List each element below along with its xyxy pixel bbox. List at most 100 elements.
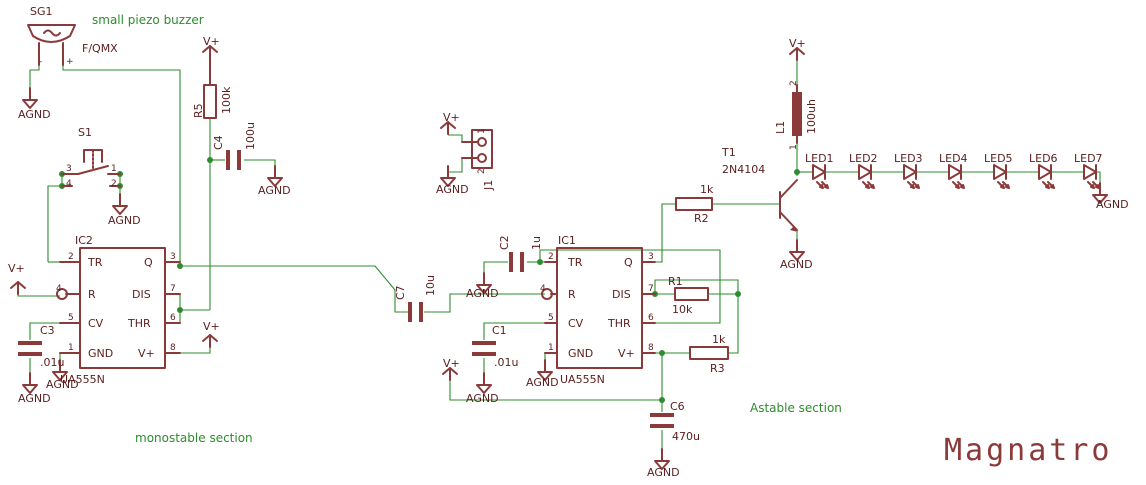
led-3: LED3	[894, 152, 923, 189]
ic1-555: IC1 UA555N TR R CV GND Q DIS THR V+ 2 3 …	[540, 234, 656, 386]
led-label: LED3	[894, 152, 923, 165]
r5-name: R5	[192, 103, 205, 118]
agnd-label: AGND	[466, 392, 499, 405]
led-7: LED7	[1074, 152, 1103, 189]
r2-name: R2	[694, 212, 709, 225]
r1-value: 10k	[672, 303, 693, 316]
agnd-label: AGND	[108, 214, 141, 227]
l1-pin: 1	[789, 144, 799, 150]
c7-name: C7	[394, 285, 407, 300]
capacitor-c6: C6 470u	[650, 400, 700, 443]
ic1-pin-num: 6	[648, 313, 654, 323]
ic2-part: UA555N	[60, 373, 105, 386]
ic1-pin-dis: DIS	[612, 288, 631, 301]
ic1-pin-num: 2	[548, 252, 554, 262]
capacitor-c3: C3 .01u	[18, 324, 64, 369]
j1-name: J1	[482, 180, 495, 191]
r2-value: 1k	[700, 183, 714, 196]
ic2-pin-num: 8	[170, 343, 176, 353]
ic1-pin-tr: TR	[567, 256, 583, 269]
vplus-label: V+	[203, 320, 220, 333]
c4-value: 100u	[244, 122, 257, 150]
ic1-pin-num: 5	[548, 313, 554, 323]
sg1-minus: -	[39, 57, 42, 67]
ic2-pin-tr: TR	[87, 256, 103, 269]
ic1-pin-gnd: GND	[568, 347, 593, 360]
vplus-label: V+	[443, 357, 460, 370]
vplus-label: V+	[789, 37, 806, 50]
agnd-label: AGND	[647, 466, 680, 479]
agnd-label: AGND	[780, 258, 813, 271]
ic1-pin-r: R	[568, 288, 576, 301]
led-label: LED6	[1029, 152, 1058, 165]
j1-pin: 1	[477, 128, 487, 134]
ic2-pin-num: 6	[170, 313, 176, 323]
sg1-name: SG1	[30, 5, 53, 18]
j1-pin: 2	[477, 168, 487, 174]
capacitor-c7: C7 10u	[394, 275, 437, 322]
inductor-l1: L1 100uh 2 1	[774, 80, 818, 150]
led-label: LED2	[849, 152, 878, 165]
ic2-pin-num: 5	[68, 313, 74, 323]
ic1-pin-q: Q	[624, 256, 633, 269]
led-5: LED5	[984, 152, 1013, 189]
ic2-pin-q: Q	[144, 256, 153, 269]
sg1-plus: +	[66, 57, 74, 67]
ic2-pin-cv: CV	[88, 317, 104, 330]
led-label: LED5	[984, 152, 1013, 165]
capacitor-c4: C4 100u	[212, 122, 257, 170]
s1-pin: 3	[66, 164, 72, 174]
r3-name: R3	[710, 362, 725, 375]
transistor-t1: T1 2N4104	[721, 146, 798, 232]
agnd-label: AGND	[1096, 198, 1129, 211]
buzzer-sg1: SG1 F/QMX - +	[27, 5, 118, 67]
c2-name: C2	[498, 235, 511, 250]
led-label: LED1	[805, 152, 834, 165]
led-label: LED7	[1074, 152, 1103, 165]
led-2: LED2	[849, 152, 878, 189]
ic1-pin-cv: CV	[568, 317, 584, 330]
net-labels: AGND AGND AGND AGND AGND AGND AGND AGND …	[8, 35, 1129, 479]
resistor-r1: R1 10k	[668, 275, 709, 316]
led-1: LED1	[805, 152, 834, 189]
c7-value: 10u	[424, 275, 437, 296]
s1-pin: 4	[66, 179, 72, 189]
wires	[17, 60, 1101, 456]
ic1-pin-num: 8	[648, 343, 654, 353]
ic2-pin-r: R	[88, 288, 96, 301]
resistor-r5: R5 100k	[192, 57, 233, 119]
ic1-part: UA555N	[560, 373, 605, 386]
c3-name: C3	[40, 324, 55, 337]
ic1-pin-num: 3	[648, 252, 654, 262]
ic1-pin-num: 1	[548, 343, 554, 353]
s1-pin: 2	[111, 179, 117, 189]
switch-s1: S1 3 4 1 2	[61, 126, 121, 189]
c1-value: .01u	[494, 356, 518, 369]
r3-value: 1k	[712, 333, 726, 346]
c4-name: C4	[212, 135, 225, 150]
ic1-pin-thr: THR	[607, 317, 631, 330]
led-6: LED6	[1029, 152, 1058, 189]
l1-value: 100uh	[805, 99, 818, 134]
ic2-name: IC2	[75, 234, 93, 247]
resistor-r3: 1k R3	[689, 333, 729, 375]
buzzer-note: small piezo buzzer	[92, 13, 204, 27]
led-4: LED4	[939, 152, 968, 189]
s1-name: S1	[78, 126, 92, 139]
agnd-label: AGND	[466, 287, 499, 300]
capacitor-c1: C1 .01u	[472, 324, 518, 369]
led-label: LED4	[939, 152, 968, 165]
ic1-pin-num: 4	[540, 284, 546, 294]
ic1-pin-num: 7	[648, 284, 654, 294]
vplus-label: V+	[203, 35, 220, 48]
monostable-note: monostable section	[135, 431, 253, 445]
agnd-label: AGND	[526, 376, 559, 389]
agnd-label: AGND	[46, 378, 79, 391]
ic2-pin-num: 2	[68, 252, 74, 262]
ic2-pin-num: 4	[56, 284, 62, 294]
c2-value: 1u	[530, 236, 543, 250]
capacitor-c2: C2 1u	[498, 235, 543, 272]
r1-name: R1	[668, 275, 683, 288]
agnd-label: AGND	[18, 108, 51, 121]
ic2-pin-dis: DIS	[132, 288, 151, 301]
